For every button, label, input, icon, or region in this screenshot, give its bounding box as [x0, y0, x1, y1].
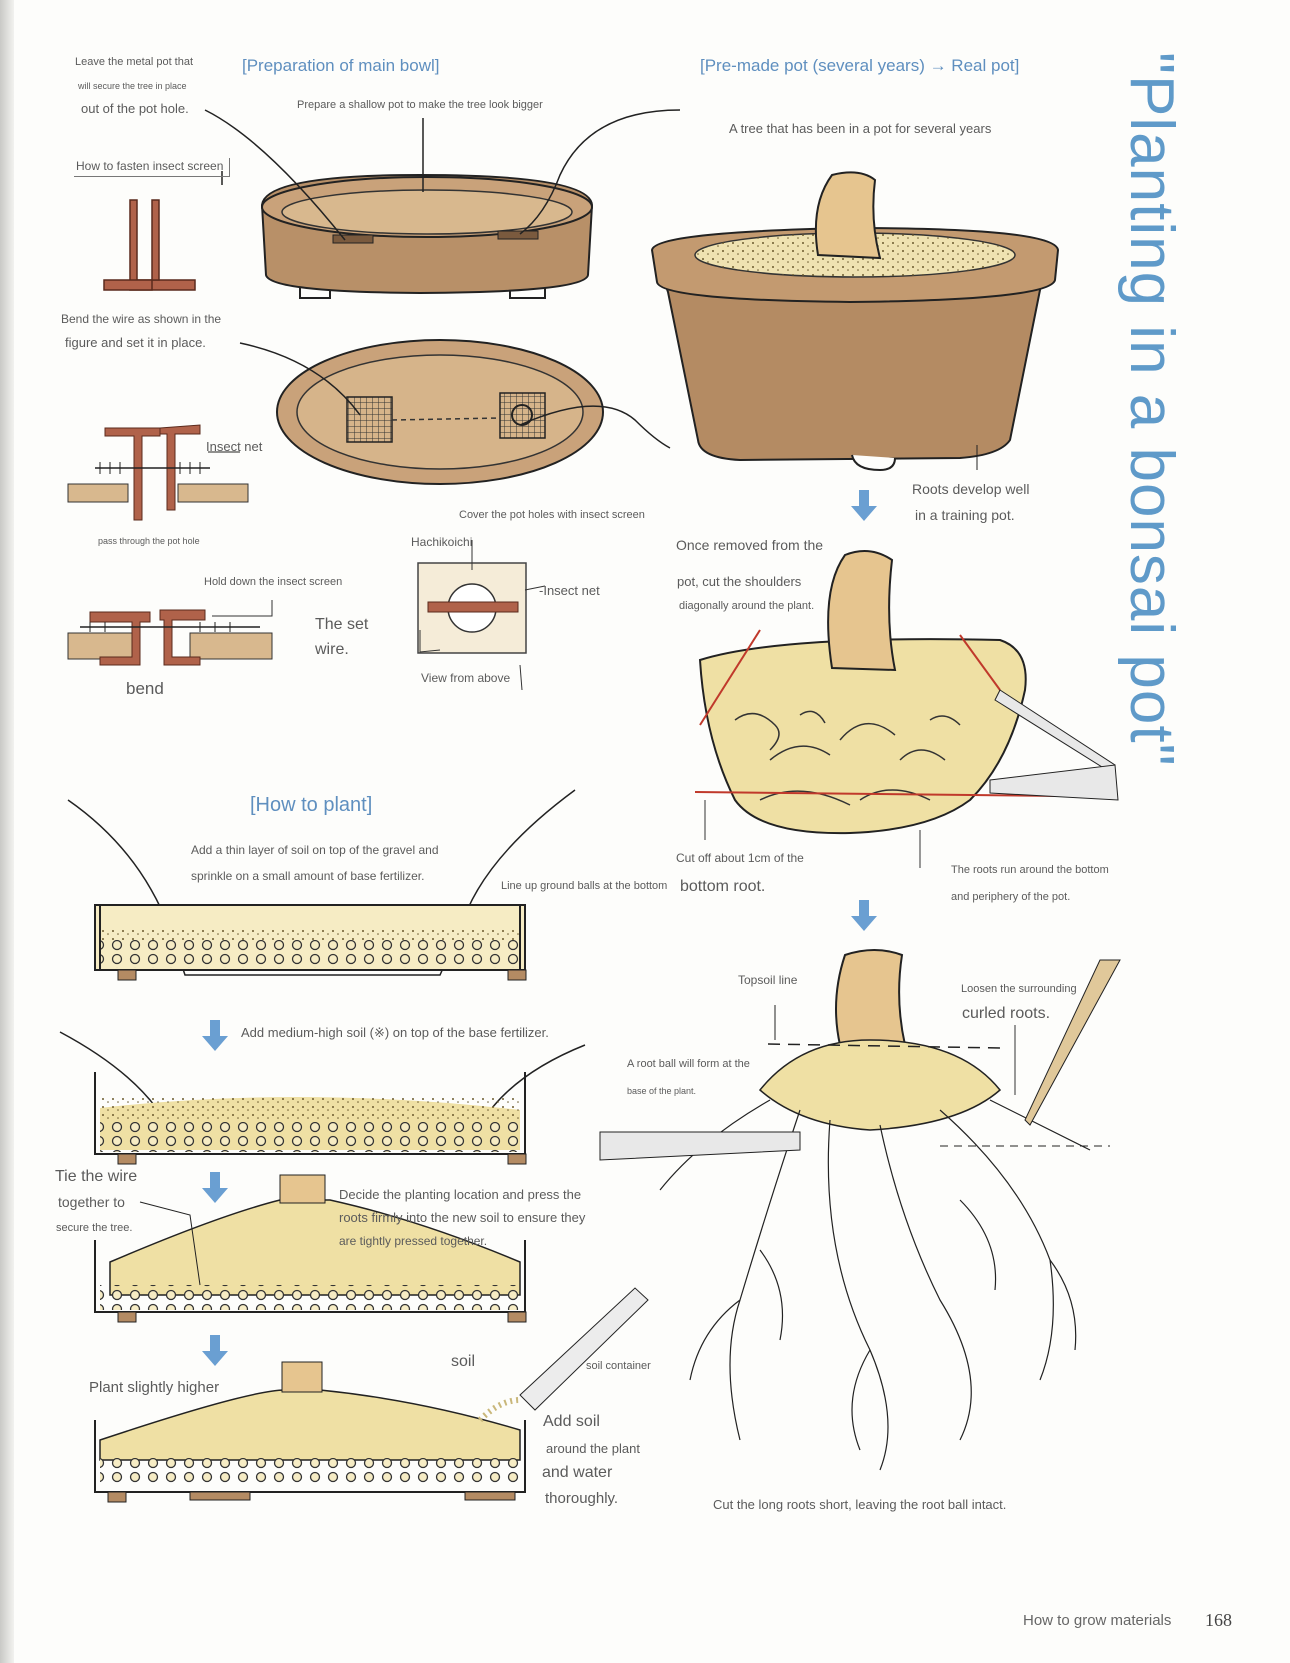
label-add-soil-3: and water	[542, 1464, 613, 1481]
oval-pot-top	[276, 339, 604, 485]
planting-tray-4	[94, 1287, 649, 1503]
label-cut-long: Cut the long roots short, leaving the ro…	[713, 1497, 1007, 1512]
label-line-up: Line up ground balls at the bottom	[501, 880, 668, 892]
wire-cross-section-1	[67, 424, 249, 521]
label-leave-metal-3: out of the pot hole.	[81, 101, 189, 116]
label-bend-wire-2: figure and set it in place.	[65, 335, 206, 350]
label-decide-3: are tightly pressed together.	[339, 1234, 488, 1248]
view-from-above-square	[417, 540, 546, 691]
label-tie-wire-3: secure the tree.	[56, 1222, 133, 1234]
label-soil: soil	[451, 1353, 476, 1370]
book-spine-shadow	[0, 0, 14, 1663]
root-system	[599, 949, 1121, 1471]
label-set-wire-1: The set	[315, 616, 369, 633]
label-loosen-1: Loosen the surrounding	[961, 983, 1077, 995]
label-bend: bend	[126, 679, 164, 698]
label-leave-metal-1: Leave the metal pot that	[75, 56, 194, 68]
label-hachikoichi: Hachikoichi	[411, 535, 473, 549]
shallow-pot-side	[260, 173, 594, 299]
label-hold-down: Hold down the insect screen	[204, 576, 343, 588]
page-title: "Planting in a bonsai pot"	[1117, 52, 1186, 767]
label-thin-layer-1: Add a thin layer of soil on top of the g…	[191, 843, 439, 857]
wire-pieces	[103, 199, 196, 291]
label-leave-metal-2: will secure the tree in place	[78, 81, 187, 91]
label-once-removed-2: pot, cut the shoulders	[677, 574, 802, 589]
page-number: 168	[1205, 1610, 1232, 1630]
label-bend-wire-1: Bend the wire as shown in the	[61, 312, 222, 326]
label-cut-off-2: bottom root.	[680, 878, 766, 895]
label-add-soil-2: around the plant	[546, 1441, 640, 1456]
label-add-soil-1: Add soil	[543, 1413, 600, 1430]
wire-cross-section-2	[67, 600, 273, 666]
section-how-to-plant: [How to plant]	[250, 794, 373, 816]
label-roots-run-1: The roots run around the bottom	[951, 864, 1109, 876]
callouts-top	[204, 109, 681, 449]
label-plant-higher: Plant slightly higher	[89, 1379, 220, 1396]
section-pre-made-pot: [Pre-made pot (several years) → Real pot…	[700, 56, 1020, 75]
label-once-removed-3: diagonally around the plant.	[679, 600, 815, 612]
label-decide-1: Decide the planting location and press t…	[339, 1187, 582, 1202]
label-cut-off-1: Cut off about 1cm of the	[676, 851, 804, 865]
planting-tray-2	[59, 1031, 586, 1165]
training-pot	[650, 171, 1060, 472]
label-roots-develop-1: Roots develop well	[912, 481, 1030, 497]
blue-arrows	[202, 490, 877, 1366]
label-add-soil-4: thoroughly.	[545, 1490, 619, 1507]
planting-tray-1	[67, 789, 576, 981]
label-once-removed-1: Once removed from the	[676, 537, 824, 553]
label-pass-through: pass through the pot hole	[98, 536, 200, 546]
label-soil-container: soil container	[586, 1360, 651, 1372]
label-thin-layer-2: sprinkle on a small amount of base ferti…	[191, 869, 425, 883]
label-view-above: View from above	[421, 671, 511, 685]
label-cover-holes: Cover the pot holes with insect screen	[459, 509, 645, 521]
label-root-ball-2: base of the plant.	[627, 1086, 697, 1096]
root-ball-cut	[694, 550, 1119, 868]
planting-tray-3	[94, 1174, 527, 1323]
label-shallow-pot: Prepare a shallow pot to make the tree l…	[297, 99, 543, 111]
section-main-bowl: [Preparation of main bowl]	[242, 56, 440, 75]
label-set-wire-2: wire.	[315, 641, 349, 658]
label-root-ball-1: A root ball will form at the	[627, 1058, 750, 1070]
label-medium-high: Add medium-high soil (※) on top of the b…	[241, 1025, 549, 1040]
label-topsoil-line: Topsoil line	[738, 973, 798, 987]
footer-section: How to grow materials	[1023, 1612, 1172, 1629]
label-insect-net-1: Insect net	[206, 439, 263, 454]
label-insect-net-2: -Insect net	[539, 583, 600, 598]
label-tree-pot-years: A tree that has been in a pot for severa…	[729, 121, 992, 136]
label-decide-2: roots firmly into the new soil to ensure…	[339, 1210, 586, 1225]
label-tie-wire-1: Tie the wire	[55, 1168, 138, 1185]
label-roots-develop-2: in a training pot.	[915, 507, 1015, 523]
label-tie-wire-2: together to	[58, 1194, 125, 1210]
label-loosen-2: curled roots.	[962, 1005, 1051, 1022]
label-roots-run-2: and periphery of the pot.	[951, 891, 1071, 903]
label-fasten-screen: How to fasten insect screen	[74, 158, 231, 177]
